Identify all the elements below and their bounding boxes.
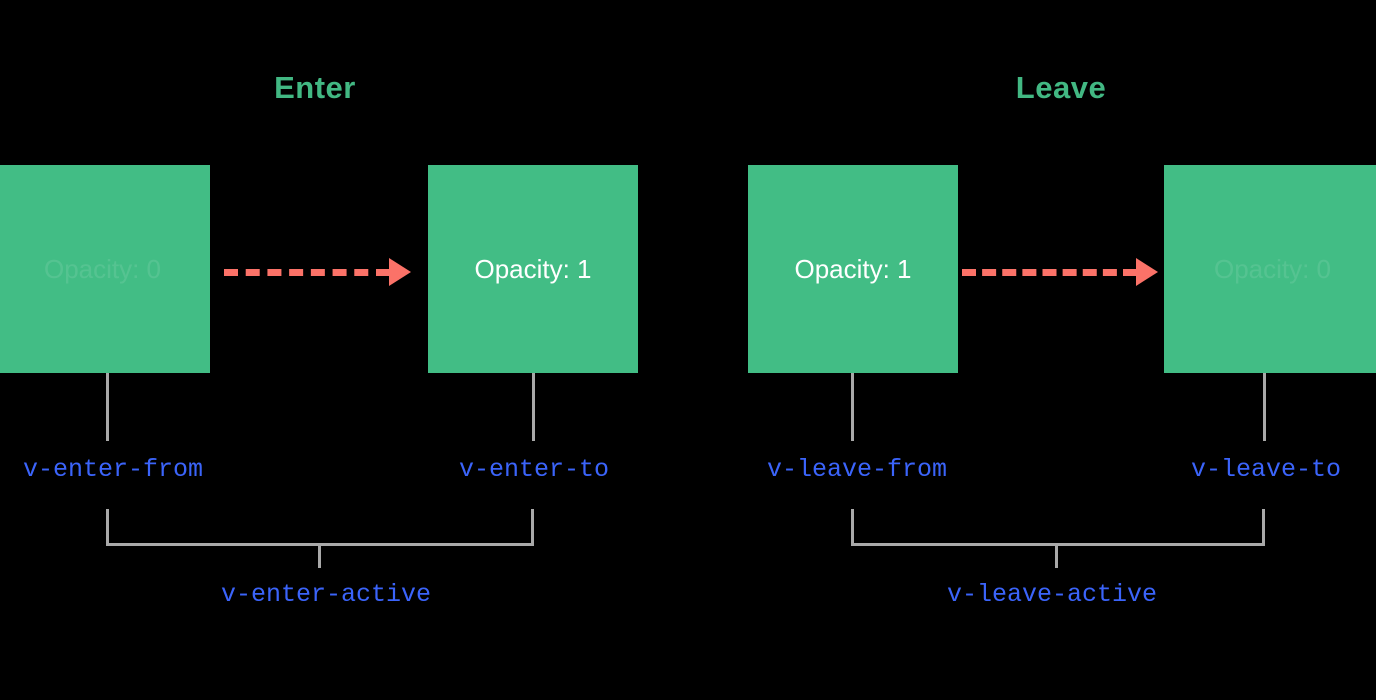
section-heading-leave: Leave — [1015, 70, 1107, 105]
label-v-leave-active: v-leave-active — [946, 580, 1158, 609]
arrow-head-icon — [389, 258, 411, 286]
arrow-head-icon — [1136, 258, 1158, 286]
arrow-shaft — [962, 268, 1137, 276]
leave-to-connector — [1263, 373, 1266, 441]
enter-active-bracket-stem — [318, 546, 321, 568]
enter-active-bracket — [106, 509, 534, 546]
leave-active-bracket — [851, 509, 1265, 546]
label-v-leave-from: v-leave-from — [766, 455, 948, 484]
label-v-enter-from: v-enter-from — [22, 455, 204, 484]
arrow-shaft — [224, 268, 390, 276]
leave-to-box: Opacity: 0 — [1164, 165, 1376, 373]
leave-active-bracket-stem — [1055, 546, 1058, 568]
enter-to-box: Opacity: 1 — [428, 165, 638, 373]
enter-to-connector — [532, 373, 535, 441]
leave-transition-arrow — [962, 258, 1158, 286]
enter-to-box-label: Opacity: 1 — [474, 254, 592, 284]
enter-transition-arrow — [224, 258, 411, 286]
enter-from-connector — [106, 373, 109, 441]
label-v-leave-to: v-leave-to — [1190, 455, 1342, 484]
label-v-enter-to: v-enter-to — [458, 455, 610, 484]
enter-from-box: Opacity: 0 — [0, 165, 210, 373]
enter-from-box-label: Opacity: 0 — [43, 254, 162, 284]
section-heading-enter: Enter — [274, 70, 356, 105]
leave-from-connector — [851, 373, 854, 441]
label-v-enter-active: v-enter-active — [220, 580, 432, 609]
leave-from-box: Opacity: 1 — [748, 165, 958, 373]
leave-to-box-label: Opacity: 0 — [1213, 254, 1332, 284]
leave-from-box-label: Opacity: 1 — [794, 254, 912, 284]
